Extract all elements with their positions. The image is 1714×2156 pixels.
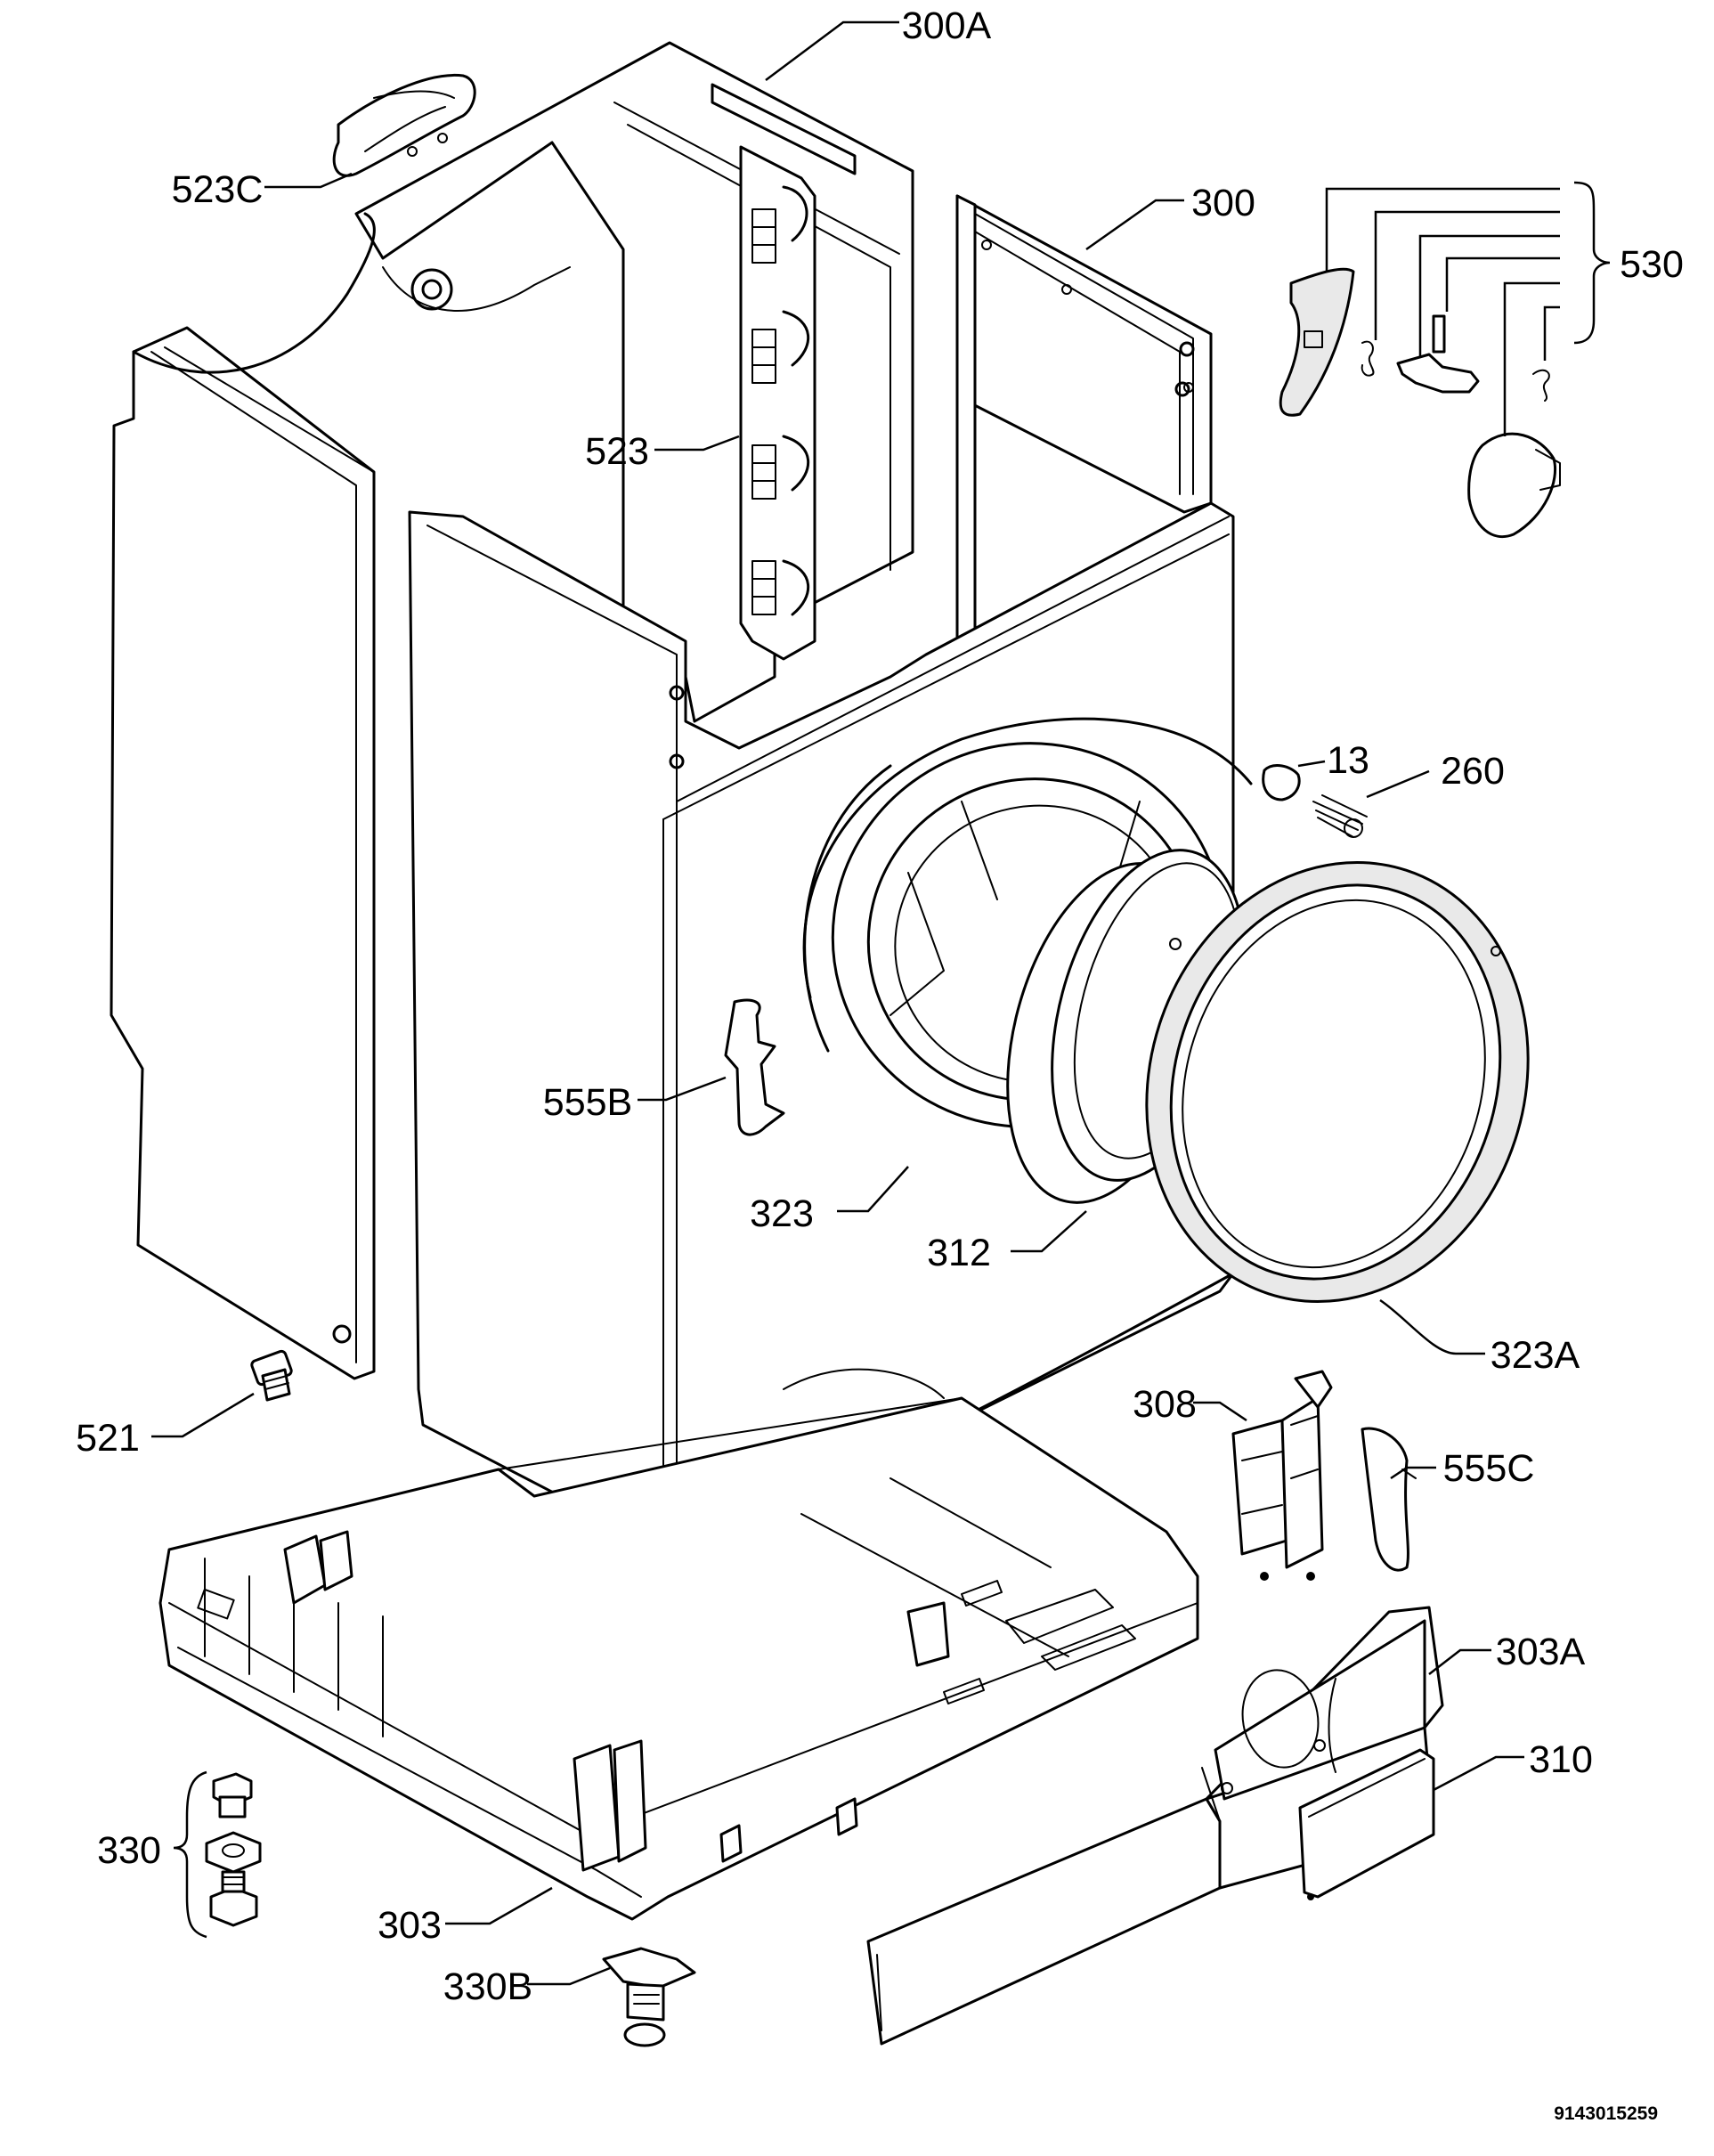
base-frame-303 bbox=[158, 1368, 1199, 1921]
bracket-ribs bbox=[751, 208, 776, 615]
control-panel-303a bbox=[866, 1606, 1444, 2046]
label-330b: 330B bbox=[443, 1965, 532, 2008]
label-312: 312 bbox=[927, 1232, 991, 1274]
label-530: 530 bbox=[1620, 243, 1684, 286]
label-13: 13 bbox=[1327, 739, 1369, 782]
label-300a: 300A bbox=[902, 4, 992, 47]
cover-310 bbox=[1298, 1748, 1435, 1900]
label-523c: 523C bbox=[172, 168, 264, 211]
left-side-panel bbox=[110, 326, 376, 1380]
label-323: 323 bbox=[750, 1192, 814, 1235]
clip-523c bbox=[332, 73, 476, 177]
leader-lines bbox=[151, 20, 1524, 1986]
latch-spring-parts bbox=[1262, 764, 1368, 838]
label-310: 310 bbox=[1529, 1738, 1593, 1781]
door-lock-kit-530 bbox=[1279, 181, 1611, 539]
part-labels: 300A 300 523C 530 523 13 260 555B 323 31… bbox=[76, 4, 1684, 2124]
label-555b: 555B bbox=[543, 1081, 632, 1124]
foot-330b bbox=[602, 1947, 696, 2047]
label-303a: 303A bbox=[1496, 1631, 1586, 1673]
door-outer-ring-323a bbox=[1145, 861, 1530, 1303]
screw-kit-330 bbox=[173, 1770, 262, 1939]
rear-bracket-523 bbox=[739, 145, 816, 661]
screw-521 bbox=[250, 1349, 293, 1402]
label-323a: 323A bbox=[1491, 1334, 1580, 1377]
label-308: 308 bbox=[1133, 1383, 1197, 1426]
label-330: 330 bbox=[97, 1829, 161, 1872]
handle-555b bbox=[724, 998, 785, 1136]
label-523: 523 bbox=[585, 430, 649, 473]
label-260: 260 bbox=[1441, 750, 1505, 793]
label-303: 303 bbox=[378, 1904, 442, 1947]
label-555c: 555C bbox=[1443, 1447, 1535, 1490]
label-521: 521 bbox=[76, 1417, 140, 1460]
door-lock-308 bbox=[1231, 1370, 1333, 1581]
label-300: 300 bbox=[1191, 182, 1255, 224]
handle-555c bbox=[1361, 1427, 1417, 1572]
document-id: 9143015259 bbox=[1554, 2103, 1658, 2124]
